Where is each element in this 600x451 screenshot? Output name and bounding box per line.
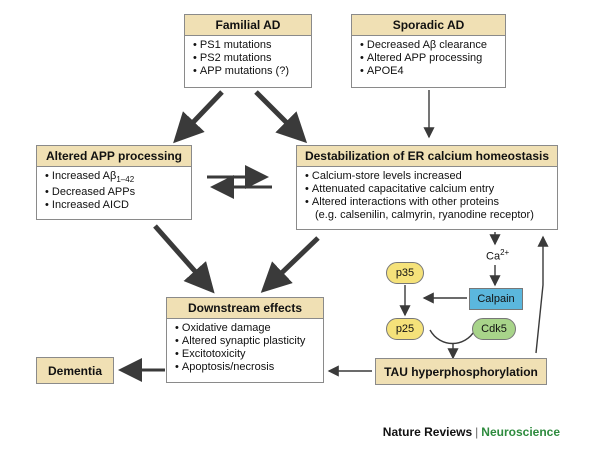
list-item: Apoptosis/necrosis — [175, 361, 317, 374]
arrow-er-to-downstream — [260, 236, 320, 293]
tau-hyperphosphorylation-box: TAU hyperphosphorylation — [375, 358, 547, 385]
downstream-effects-list: Oxidative damage Altered synaptic plasti… — [167, 319, 323, 378]
app-processing-list: Increased Aβ1–42 Decreased APPs Increase… — [37, 167, 191, 216]
familial-ad-list: PS1 mutations PS2 mutations APP mutation… — [185, 36, 311, 82]
familial-ad-box: Familial AD PS1 mutations PS2 mutations … — [184, 14, 312, 88]
dementia-box: Dementia — [36, 357, 114, 384]
calpain-node: Calpain — [469, 288, 523, 310]
list-item: APOE4 — [360, 65, 499, 78]
er-calcium-title: Destabilization of ER calcium homeostasi… — [297, 146, 557, 167]
arrow-familial-to-er — [254, 90, 308, 144]
calcium-ion-label: Ca2+ — [486, 248, 509, 263]
list-item: Attenuated capacitative calcium entry — [305, 183, 551, 196]
sporadic-ad-list: Decreased Aβ clearance Altered APP proce… — [352, 36, 505, 82]
list-item: Excitotoxicity — [175, 348, 317, 361]
arrow-tau-feedback-to-er — [535, 235, 549, 354]
list-item: Decreased Aβ clearance — [360, 39, 499, 52]
list-item-text: Increased Aβ — [51, 170, 117, 182]
calcium-charge: 2+ — [500, 248, 510, 257]
journal-name: Nature Reviews — [382, 425, 473, 439]
er-calcium-list: Calcium-store levels increased Attenuate… — [297, 167, 557, 226]
sporadic-ad-box: Sporadic AD Decreased Aβ clearance Alter… — [351, 14, 506, 88]
list-item: PS1 mutations — [193, 39, 305, 52]
list-item-subscript: 1–42 — [116, 175, 135, 185]
downstream-effects-title: Downstream effects — [167, 298, 323, 319]
list-item: APP mutations (?) — [193, 65, 305, 78]
list-item: Increased Aβ1–42 — [45, 170, 185, 186]
familial-ad-title: Familial AD — [185, 15, 311, 36]
arrow-familial-to-app — [173, 90, 224, 144]
list-item: Decreased APPs — [45, 186, 185, 199]
arrow-app-to-downstream — [153, 224, 215, 294]
list-item: PS2 mutations — [193, 52, 305, 65]
list-item: Altered synaptic plasticity — [175, 335, 317, 348]
sporadic-ad-title: Sporadic AD — [352, 15, 505, 36]
arrow-p25-cdk5-to-tau — [429, 329, 476, 345]
journal-section: Neuroscience — [481, 425, 560, 439]
p35-node: p35 — [386, 262, 424, 284]
list-item: Increased AICD — [45, 199, 185, 212]
list-item: (e.g. calsenilin, calmyrin, ryanodine re… — [315, 209, 534, 221]
cdk5-node: Cdk5 — [472, 318, 516, 340]
list-item: Altered interactions with other proteins — [305, 196, 551, 209]
list-item: Altered APP processing — [360, 52, 499, 65]
credit-separator: | — [475, 425, 479, 439]
calcium-symbol: Ca — [486, 250, 501, 263]
journal-credit: Nature Reviews|Neuroscience — [383, 425, 560, 439]
er-calcium-box: Destabilization of ER calcium homeostasi… — [296, 145, 558, 230]
list-item: Oxidative damage — [175, 322, 317, 335]
app-processing-title: Altered APP processing — [37, 146, 191, 167]
list-item: Calcium-store levels increased — [305, 170, 551, 183]
app-processing-box: Altered APP processing Increased Aβ1–42 … — [36, 145, 192, 220]
downstream-effects-box: Downstream effects Oxidative damage Alte… — [166, 297, 324, 383]
p25-node: p25 — [386, 318, 424, 340]
